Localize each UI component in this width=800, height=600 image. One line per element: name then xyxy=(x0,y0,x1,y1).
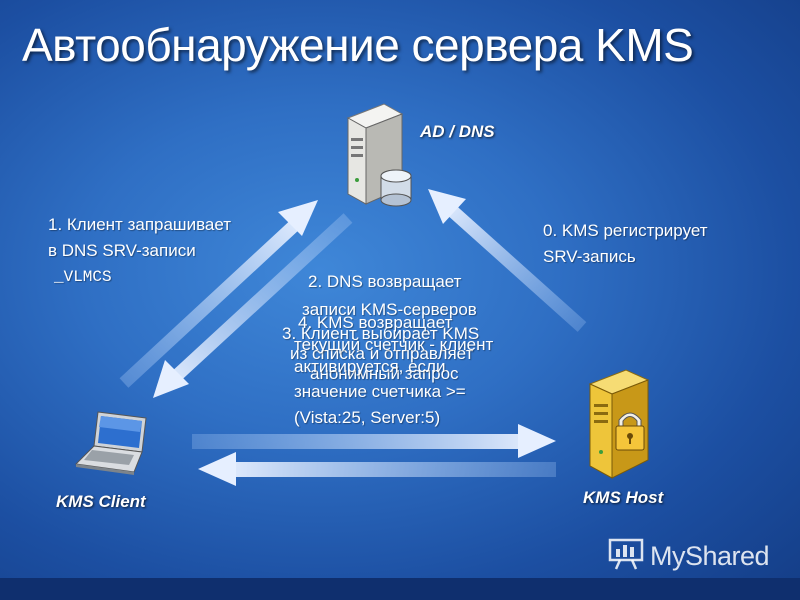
server-lock-icon xyxy=(586,366,666,487)
laptop-icon xyxy=(72,410,156,481)
step-3-line-1: 3. Клиент выбирает KMS xyxy=(282,324,480,343)
step-1-line-2: в DNS SRV-записи xyxy=(48,241,196,260)
watermark-text: MyShared xyxy=(650,541,770,571)
arrow-host-to-client xyxy=(198,452,556,486)
footer-bar xyxy=(0,578,800,600)
slide-title: Автообнаружение сервера KMS xyxy=(22,19,694,71)
step-0-line-1: 0. KMS регистрирует xyxy=(543,221,708,240)
step-3-line-3: анонимный запрос xyxy=(310,364,459,383)
step-3-line-2: из списка и отправляет xyxy=(290,344,474,363)
presentation-icon xyxy=(608,536,644,577)
step-1-line-1: 1. Клиент запрашивает xyxy=(48,215,232,234)
step-4-line-1: 4. KMS возвращает xyxy=(298,313,453,332)
kms-client-label: KMS Client xyxy=(56,492,146,511)
step-1-line-3: _VLMCS xyxy=(54,268,112,286)
arrow-client-to-dns xyxy=(119,200,318,388)
step-4-line-3: активируется, если xyxy=(294,357,446,376)
step-1-text: 1. Клиент запрашивает в DNS SRV-записи _… xyxy=(48,212,231,290)
step-0-line-2: SRV-запись xyxy=(543,247,636,266)
watermark: MyShared xyxy=(608,536,770,577)
step-4-line-5: (Vista:25, Server:5) xyxy=(294,408,441,427)
kms-host-label: KMS Host xyxy=(583,488,664,507)
step-2-line-2: записи KMS-серверов xyxy=(302,300,477,319)
step-2-text: 2. DNS возвращает записи KMS-серверов xyxy=(302,268,477,324)
step-2-line-1: 2. DNS возвращает xyxy=(308,272,462,291)
arrow-client-to-host xyxy=(192,424,556,458)
step-4-line-2: текущий счетчик - клиент xyxy=(294,335,494,354)
step-3-text: 3. Клиент выбирает KMS из списка и отпра… xyxy=(282,324,479,384)
ad-dns-label: AD / DNS xyxy=(420,122,495,141)
step-4-line-4: значение счетчика >= xyxy=(294,382,466,401)
step-0-text: 0. KMS регистрирует SRV-запись xyxy=(543,218,708,270)
arrow-host-to-dns xyxy=(428,189,587,332)
server-database-icon xyxy=(338,100,420,217)
step-4-text: 4. KMS возвращает текущий счетчик - клие… xyxy=(294,312,493,429)
arrow-dns-to-client xyxy=(153,213,353,398)
